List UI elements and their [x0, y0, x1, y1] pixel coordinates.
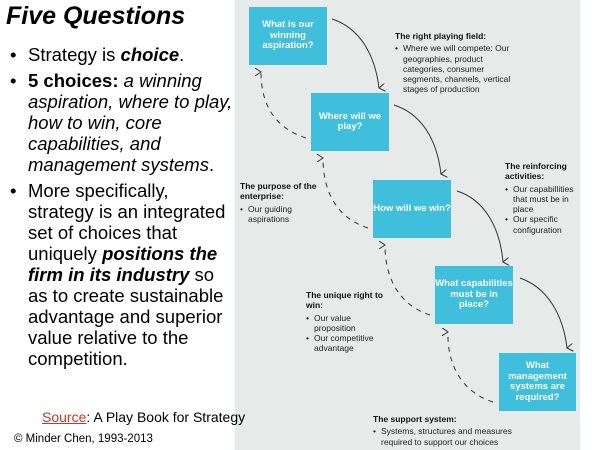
question-box-management: What management systems are required?	[499, 353, 576, 411]
bullet-more-specifically: More specifically, strategy is an integr…	[8, 180, 236, 369]
bullet-emphasis: choice	[120, 44, 180, 65]
five-questions-diagram: What is our winning aspiration? Where wi…	[235, 0, 580, 450]
label-heading: The unique right to win:	[306, 290, 383, 311]
label-item: Our competitive advantage	[306, 333, 386, 354]
bullet-list: Strategy is choice. 5 choices: a winning…	[8, 44, 236, 374]
arrow-4-5	[519, 277, 567, 348]
label-purpose: The purpose of the enterprise: Our guidi…	[240, 181, 325, 224]
question-box-where-play: Where will we play?	[311, 93, 389, 151]
source-citation: Source: A Play Book for Strategy	[42, 409, 245, 425]
question-box-capabilities: What capabilities must be in place?	[435, 266, 513, 324]
label-heading: The right playing field:	[395, 31, 487, 41]
label-item: Our guiding aspirations	[240, 204, 325, 225]
dashed-arrow-4-3	[385, 245, 431, 316]
bullet-italic: a winning aspiration, where to play, how…	[28, 70, 233, 175]
bullet-emphasis: positions the firm in its industry	[28, 243, 218, 285]
label-item: Where we will compete: Our geographies, …	[395, 43, 525, 94]
question-box-aspiration: What is our winning aspiration?	[249, 7, 327, 65]
dashed-arrow-2-1	[261, 72, 307, 139]
bullet-text: so as to create sustainable advantage an…	[28, 264, 224, 369]
bullet-end: .	[208, 154, 215, 175]
label-playing-field: The right playing field: Where we will c…	[395, 31, 525, 95]
label-support-system: The support system: Systems, structures …	[373, 414, 543, 447]
bullet-text: Strategy is	[28, 44, 121, 65]
label-item: Our value proposition	[306, 313, 386, 334]
label-item: Our capabillities that must be in place	[505, 184, 583, 215]
dashed-arrow-5-4	[448, 332, 494, 403]
bullet-strategy-choice: Strategy is choice.	[8, 44, 236, 65]
label-heading: The support system:	[373, 414, 457, 424]
label-unique-right: The unique right to win: Our value propo…	[306, 290, 386, 354]
bullet-text: More specifically, strategy is an integr…	[28, 180, 226, 264]
arrow-3-4	[456, 190, 503, 262]
arrow-1-2	[331, 18, 379, 88]
bullet-bold: 5 choices:	[28, 70, 119, 91]
label-reinforcing: The reinforcing activities: Our capabill…	[505, 161, 583, 235]
label-item: Our specific configuration	[505, 214, 583, 235]
label-heading: The purpose of the enterprise:	[240, 181, 317, 202]
label-item: Systems, structures and measures require…	[373, 426, 543, 447]
copyright: © Minder Chen, 1993-2013	[14, 433, 153, 445]
connector-arrows	[235, 18, 580, 403]
source-link[interactable]: Source	[42, 409, 87, 425]
bullet-end: .	[179, 44, 185, 65]
question-box-how-win: How will we win?	[373, 180, 451, 238]
source-text: : A Play Book for Strategy	[86, 409, 246, 425]
bullet-five-choices: 5 choices: a winning aspiration, where t…	[8, 70, 236, 175]
slide-title: Five Questions	[6, 2, 186, 30]
dashed-arrow-3-2	[323, 158, 369, 229]
arrow-2-3	[393, 104, 441, 174]
label-heading: The reinforcing activities:	[505, 161, 567, 182]
